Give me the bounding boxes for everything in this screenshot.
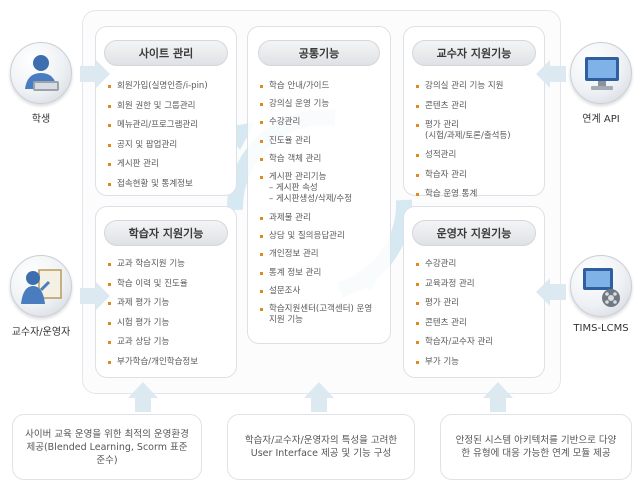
arrow-bottom-right — [483, 382, 513, 412]
site-management-panel: 사이트 관리 회원가입(실명인증/i-pin) 회원 권한 및 그룹관리 메뉴관… — [95, 26, 237, 196]
instructor-support-title: 교수자 지원기능 — [412, 40, 536, 66]
list-item: 통계 정보 관리 — [260, 264, 372, 282]
feature-box-1: 사이버 교육 운영을 위한 최적의 운영환경 제공(Blended Learni… — [12, 414, 202, 480]
list-item: 설문조사 — [260, 282, 372, 300]
list-item: 교과 상담 기능 — [108, 333, 198, 353]
list-item: 수강관리 — [416, 255, 493, 275]
list-item: 공지 및 팝업관리 — [108, 136, 208, 156]
list-item-eval: 평가 관리 (시험/과제/토론/출석등) — [416, 116, 511, 146]
learner-support-list: 교과 학습지원 기능 학습 이력 및 진도율 과제 평가 기능 시험 평가 기능… — [108, 255, 198, 372]
list-item-board: 게시판 관리기능 – 게시판 속성 – 게시판생성/삭제/수정 — [260, 168, 372, 209]
arrow-api-in — [536, 60, 566, 88]
eval-sub: (시험/과제/토론/출석등) — [425, 131, 511, 141]
lcms-label: TIMS-LCMS — [573, 323, 629, 334]
list-item: 부가학습/개인학습정보 — [108, 353, 198, 373]
arrow-student-in — [80, 60, 110, 88]
monitor-icon — [570, 42, 632, 104]
list-item: 개인정보 관리 — [260, 245, 372, 263]
list-item: 게시판 관리 — [108, 155, 208, 175]
list-item: 교육과정 관리 — [416, 275, 493, 295]
list-item: 강의실 운영 기능 — [260, 95, 372, 113]
actor-api: 연계 API — [566, 42, 636, 125]
site-management-title: 사이트 관리 — [104, 40, 228, 66]
learner-support-panel: 학습자 지원기능 교과 학습지원 기능 학습 이력 및 진도율 과제 평가 기능… — [95, 206, 237, 378]
common-functions-panel: 공통기능 학습 안내/가이드 강의실 운영 기능 수강관리 진도율 관리 학습 … — [247, 26, 391, 344]
instructor-label: 교수자/운영자 — [11, 327, 71, 338]
feature-box-3: 안정된 시스템 아키텍처를 기반으로 다양한 유형에 대응 가능한 연계 모듈 … — [440, 414, 632, 480]
instructor-support-list: 강의실 관리 기능 지원 콘텐츠 관리 평가 관리 (시험/과제/토론/출석등)… — [416, 77, 511, 205]
list-item: 수강관리 — [260, 113, 372, 131]
list-item: 진도율 관리 — [260, 132, 372, 150]
list-item: 학습 이력 및 진도율 — [108, 275, 198, 295]
site-management-list: 회원가입(실명인증/i-pin) 회원 권한 및 그룹관리 메뉴관리/프로그램관… — [108, 77, 208, 194]
list-item: 시험 평가 기능 — [108, 314, 198, 334]
instructor-icon — [10, 255, 72, 317]
instructor-support-panel: 교수자 지원기능 강의실 관리 기능 지원 콘텐츠 관리 평가 관리 (시험/과… — [403, 26, 545, 199]
arrow-instructor-in — [80, 282, 110, 310]
common-functions-title: 공통기능 — [258, 40, 380, 66]
list-item: 교과 학습지원 기능 — [108, 255, 198, 275]
list-item-center: 학습지원센터(고객센터) 운영 지원 기능 — [260, 300, 372, 330]
list-item: 상담 및 질의응답관리 — [260, 227, 372, 245]
arrow-bottom-center — [304, 382, 334, 412]
actor-student: 학생 — [8, 42, 74, 125]
actor-lcms: TIMS-LCMS — [566, 255, 636, 334]
list-item: 학습자/교수자 관리 — [416, 333, 493, 353]
common-functions-list: 학습 안내/가이드 강의실 운영 기능 수강관리 진도율 관리 학습 객체 관리… — [260, 77, 372, 330]
center-label: 학습지원센터(고객센터) 운영 — [269, 304, 373, 315]
list-item: 콘텐츠 관리 — [416, 314, 493, 334]
list-item: 콘텐츠 관리 — [416, 97, 511, 117]
list-item: 접속현황 및 통계정보 — [108, 175, 208, 195]
list-item: 과제 평가 기능 — [108, 294, 198, 314]
list-item: 성적관리 — [416, 146, 511, 166]
feature-box-2: 학습자/교수자/운영자의 특성을 고려한 User Interface 제공 및… — [227, 414, 415, 480]
board-sub-2: – 게시판생성/삭제/수정 — [269, 194, 353, 205]
list-item: 메뉴관리/프로그램관리 — [108, 116, 208, 136]
list-item: 학습자 관리 — [416, 166, 511, 186]
list-item: 과제물 관리 — [260, 209, 372, 227]
student-icon — [10, 42, 72, 104]
eval-label: 평가 관리 — [425, 120, 459, 130]
list-item: 학습 객체 관리 — [260, 150, 372, 168]
list-item: 평가 관리 — [416, 294, 493, 314]
board-label: 게시판 관리기능 — [269, 172, 327, 183]
arrow-bottom-left — [128, 382, 158, 412]
list-item: 학습 안내/가이드 — [260, 77, 372, 95]
list-item: 학습 운영 통계 — [416, 185, 511, 205]
api-label: 연계 API — [582, 114, 620, 125]
operator-support-list: 수강관리 교육과정 관리 평가 관리 콘텐츠 관리 학습자/교수자 관리 부가 … — [416, 255, 493, 372]
list-item: 회원가입(실명인증/i-pin) — [108, 77, 208, 97]
operator-support-title: 운영자 지원기능 — [412, 220, 536, 246]
board-sub-1: – 게시판 속성 — [269, 183, 318, 194]
student-label: 학생 — [31, 114, 51, 125]
learner-support-title: 학습자 지원기능 — [104, 220, 228, 246]
monitor-film-icon — [570, 255, 632, 317]
actor-instructor: 교수자/운영자 — [2, 255, 80, 338]
center-sub: 지원 기능 — [269, 315, 303, 326]
list-item: 강의실 관리 기능 지원 — [416, 77, 511, 97]
list-item: 부가 기능 — [416, 353, 493, 373]
arrow-lcms-in — [536, 278, 566, 306]
list-item: 회원 권한 및 그룹관리 — [108, 97, 208, 117]
